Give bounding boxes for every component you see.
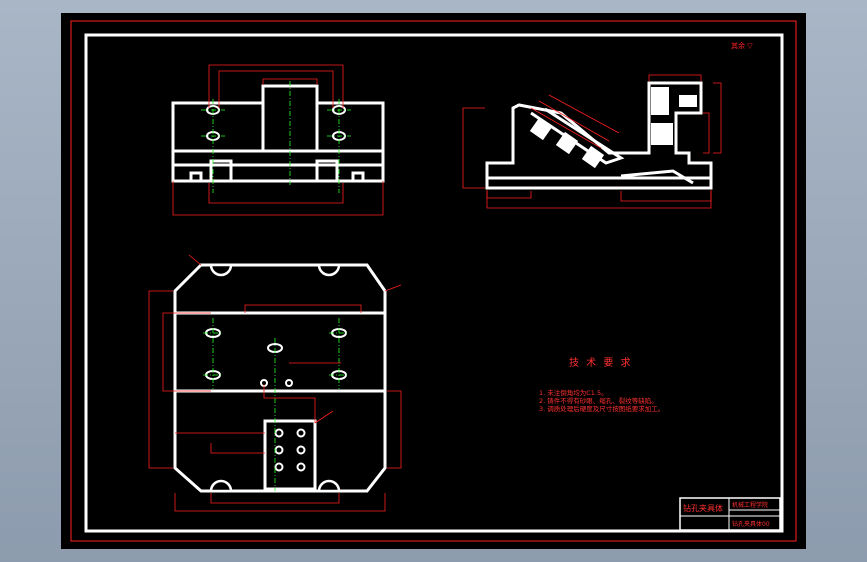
tech-req-title: 技 术 要 求 [569, 356, 633, 369]
roughness-note: 其余 ▽ [731, 41, 753, 50]
front-view-holes [206, 105, 346, 141]
title-block-name: 钻孔夹具体 [683, 503, 723, 513]
inner-frame [84, 33, 784, 533]
tech-req-item-1: 1. 未注倒角均为C1.5。 [539, 388, 608, 397]
front-view [171, 84, 385, 183]
title-block-drawing-no: 钻孔夹具体00 [732, 520, 770, 528]
title-block-school: 机械工程学院 [732, 501, 768, 509]
side-view-dimensions [462, 74, 722, 209]
top-view-dimensions [148, 254, 402, 512]
top-view-holes [205, 328, 347, 472]
cad-drawing: 其余 ▽ [70, 20, 797, 542]
title-block: 钻孔夹具体 机械工程学院 钻孔夹具体00 [679, 497, 781, 531]
front-view-centerlines [201, 81, 351, 193]
drawing-sheet: 其余 ▽ [61, 13, 806, 549]
outer-frame [70, 20, 797, 542]
top-view-notches [209, 263, 341, 493]
tech-req-item-3: 3. 调质处理后硬度及尺寸按图纸要求加工。 [539, 404, 664, 413]
front-view-dimensions [172, 64, 384, 216]
top-view [173, 263, 387, 493]
top-view-centerlines [203, 318, 349, 491]
side-view-hatching [529, 87, 697, 169]
tech-req-item-2: 2. 铸件不得有砂眼、缩孔、裂纹等缺陷。 [539, 396, 658, 405]
